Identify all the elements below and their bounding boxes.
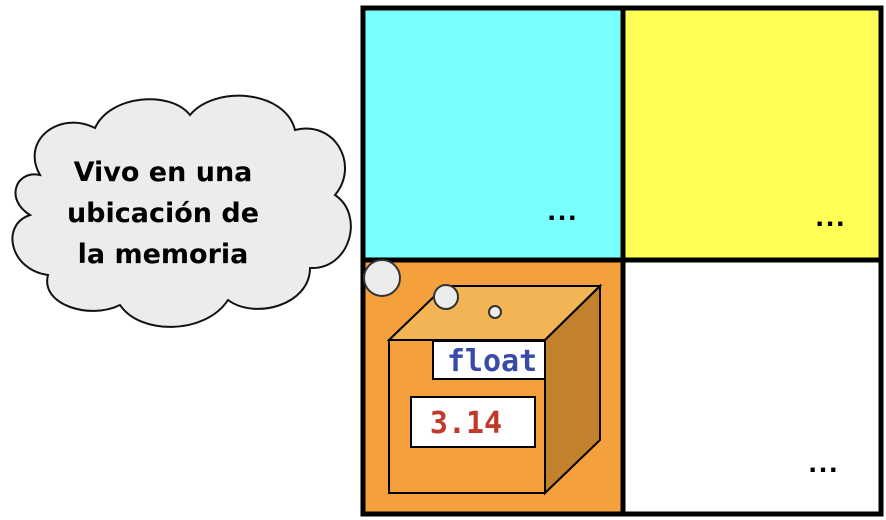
memory-cell-bottom-right xyxy=(620,257,884,517)
bubble-dot-large xyxy=(363,259,401,297)
memory-cell-top-right-ellipsis: ... xyxy=(815,200,846,233)
thought-cloud: Vivo en una ubicación de la memoria xyxy=(11,94,352,328)
type-label-box xyxy=(432,340,546,380)
cloud-line-2: ubicación de xyxy=(67,198,259,229)
memory-cell-bottom-right-ellipsis: ... xyxy=(808,446,839,479)
value-label-box xyxy=(410,396,536,448)
thought-bubble-dots xyxy=(363,259,502,319)
value-label-text: 3.14 xyxy=(430,406,502,441)
bubble-dot-small xyxy=(488,305,502,319)
memory-cell-top-left-ellipsis: ... xyxy=(547,194,578,227)
bubble-dot-medium xyxy=(433,284,459,310)
cloud-shape xyxy=(11,94,352,328)
cloud-line-1: Vivo en una xyxy=(74,157,253,188)
type-label-text: float xyxy=(447,344,537,379)
cloud-line-3: la memoria xyxy=(78,239,249,270)
memory-cell-top-left xyxy=(360,5,626,263)
